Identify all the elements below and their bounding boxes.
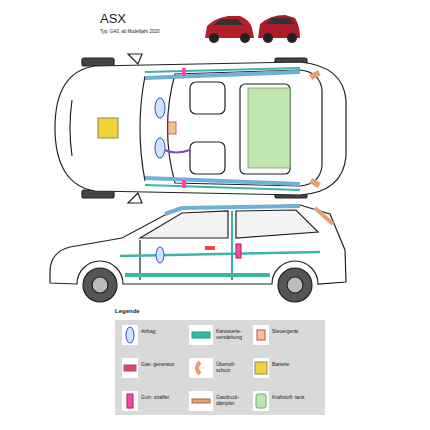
airbag	[155, 138, 165, 158]
title: ASX	[100, 12, 126, 26]
control-unit	[168, 122, 176, 134]
legend-text: Überroll- schutz	[216, 362, 250, 373]
legend-text: Airbag	[141, 329, 175, 335]
legend-text: Batterie	[272, 362, 306, 368]
legend-text: Kraftstoff- tank	[272, 395, 306, 401]
curtain-airbag	[145, 72, 300, 78]
legend-heading: Legende	[115, 308, 140, 315]
side-view-components	[120, 206, 333, 276]
legend-text: Karosserie- verstärkung	[216, 329, 250, 340]
belt-tensioner	[182, 68, 186, 76]
battery	[98, 118, 118, 138]
gas-damper	[309, 178, 321, 188]
body-reinforcement	[145, 68, 300, 190]
curtain-airbag	[145, 178, 300, 184]
legend-text: Gurt- straffer	[141, 395, 175, 401]
subtitle: Typ: GA0, ab Modelljahr 2020	[100, 30, 160, 35]
car-top-view	[55, 54, 346, 203]
legend-text: Steuergerät	[272, 329, 306, 335]
legend-text: Gasdruck- dämpfer	[216, 395, 250, 406]
gas-damper	[309, 70, 321, 80]
top-view-components	[98, 68, 321, 190]
car-side-view	[50, 205, 346, 302]
legend-text: Gas- generator	[141, 362, 175, 368]
car-photo	[205, 15, 300, 43]
airbag	[155, 98, 165, 118]
fuel-tank	[248, 88, 290, 168]
belt-tensioner	[182, 180, 186, 188]
legend-panel	[115, 320, 325, 415]
